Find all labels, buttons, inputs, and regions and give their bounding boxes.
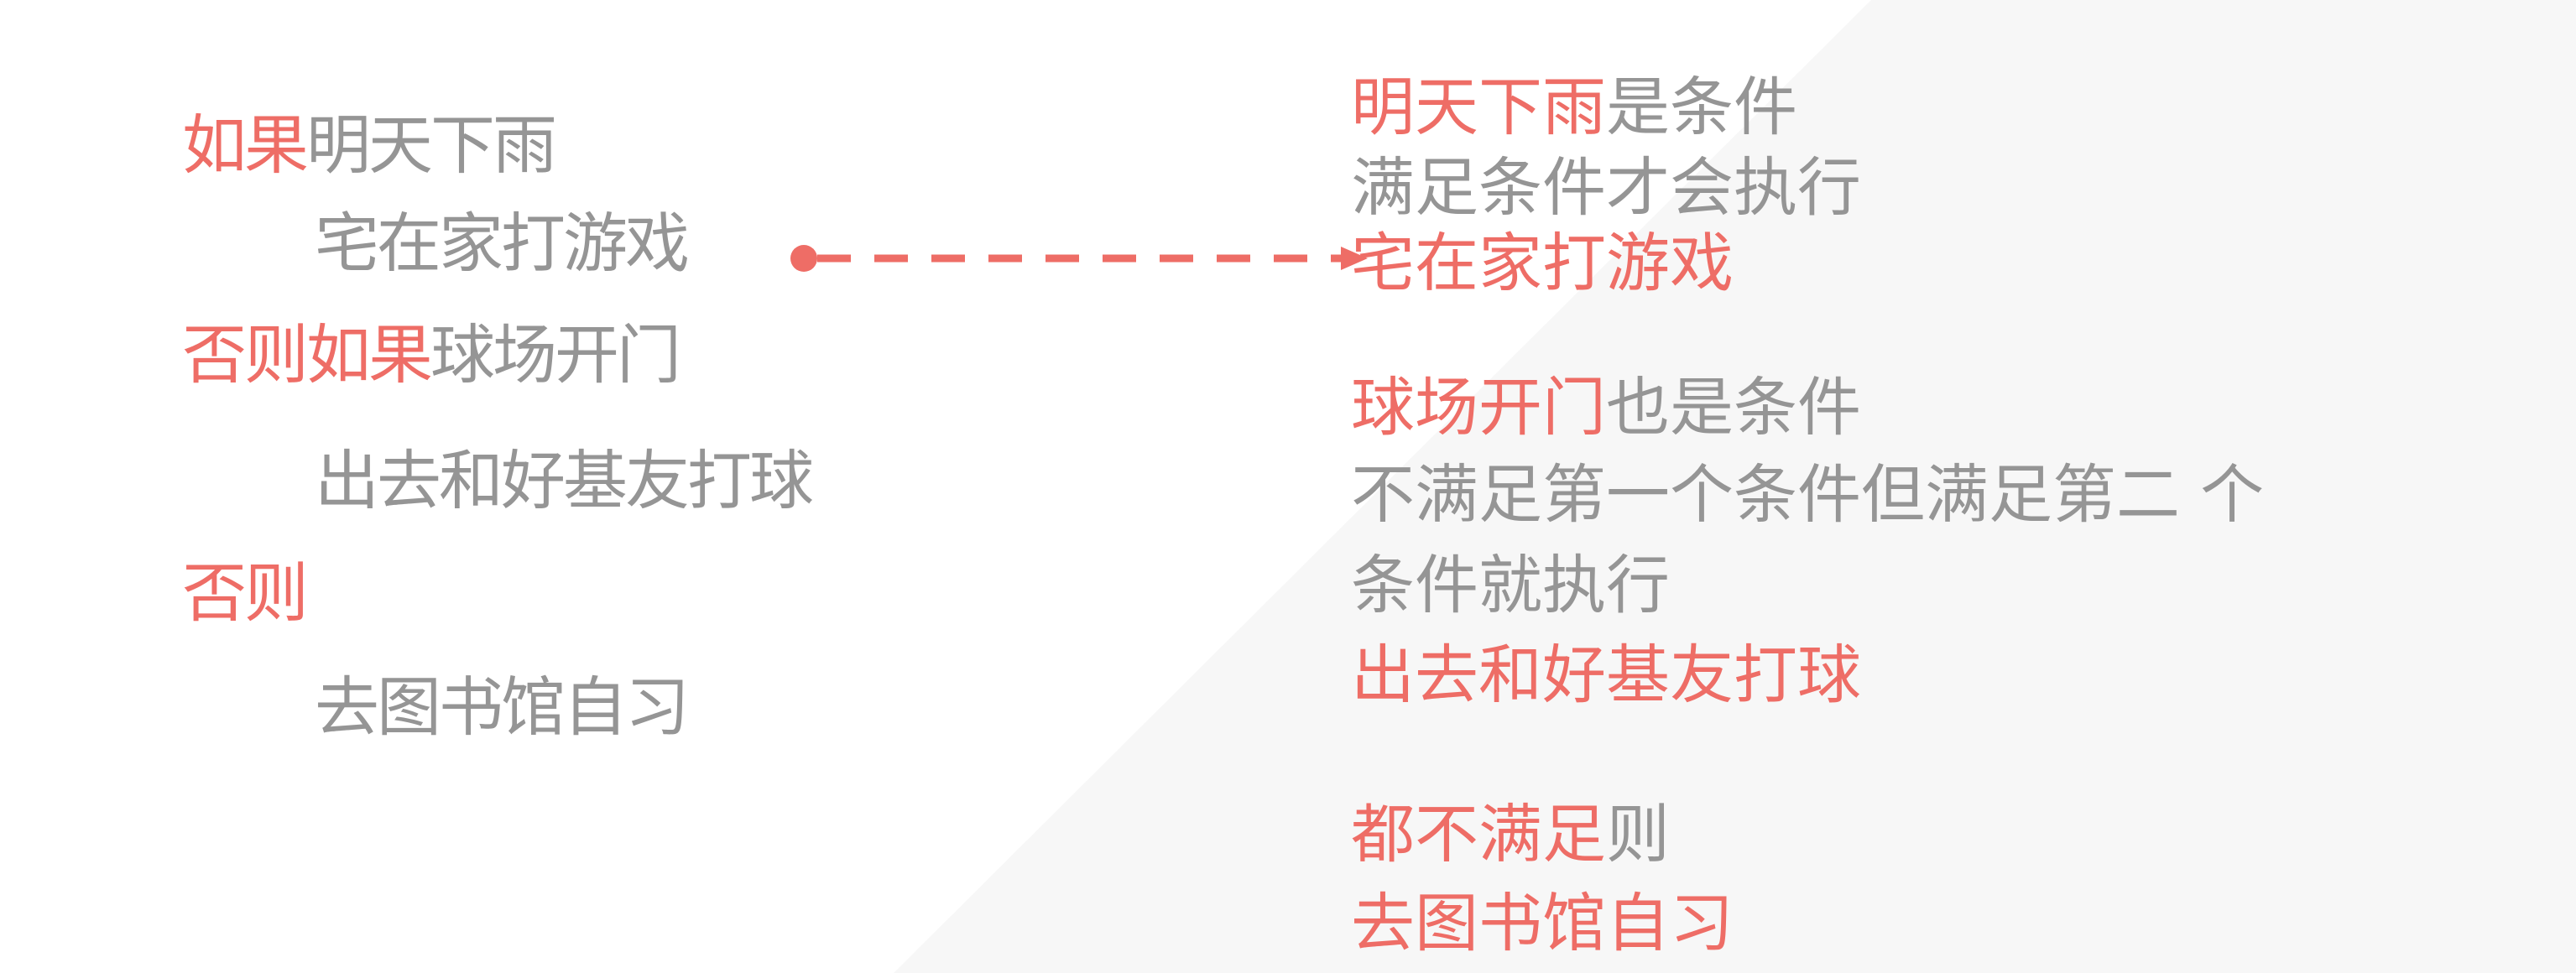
if-action-line: 宅在家打游戏 bbox=[315, 212, 690, 277]
else-keyword: 否则 bbox=[182, 557, 309, 632]
if-action: 宅在家打游戏 bbox=[315, 207, 690, 282]
action1-line: 宅在家打游戏 bbox=[1351, 232, 1734, 295]
else-action-line: 去图书馆自习 bbox=[315, 676, 690, 741]
cond3-highlight: 都不满足 bbox=[1351, 797, 1606, 872]
elif-action: 出去和好基友打球 bbox=[315, 445, 814, 519]
cond3-suffix: 则 bbox=[1606, 797, 1670, 872]
action2: 出去和好基友打球 bbox=[1351, 637, 1861, 712]
elif-keyword: 否则如果 bbox=[182, 319, 433, 393]
cond2-suffix: 也是条件 bbox=[1606, 370, 1861, 445]
if-line: 如果明天下雨 bbox=[182, 114, 557, 179]
cond2-rule-2: 条件就执行 bbox=[1351, 548, 1670, 622]
action2-line: 出去和好基友打球 bbox=[1351, 643, 1861, 707]
cond2-rule-1: 不满足第一个条件但满足第二 个 bbox=[1351, 457, 2265, 532]
elif-line: 否则如果球场开门 bbox=[182, 324, 681, 388]
action3: 去图书馆自习 bbox=[1351, 886, 1734, 960]
cond1-highlight: 明天下雨 bbox=[1351, 70, 1606, 144]
cond2-line: 球场开门也是条件 bbox=[1351, 376, 1861, 440]
arrow-start-dot bbox=[790, 245, 817, 272]
cond2-highlight: 球场开门 bbox=[1351, 370, 1606, 445]
elif-action-line: 出去和好基友打球 bbox=[315, 450, 814, 514]
action1: 宅在家打游戏 bbox=[1351, 226, 1734, 300]
cond2-rule-line-1: 不满足第一个条件但满足第二 个 bbox=[1351, 463, 2264, 527]
cond1-rule: 满足条件才会执行 bbox=[1351, 150, 1861, 225]
cond1-line: 明天下雨是条件 bbox=[1351, 75, 1797, 139]
cond1-rule-line: 满足条件才会执行 bbox=[1351, 156, 1861, 220]
if-keyword: 如果 bbox=[182, 109, 309, 184]
elif-condition: 球场开门 bbox=[430, 319, 681, 393]
cond2-rule-line-2: 条件就执行 bbox=[1351, 554, 1670, 617]
action3-line: 去图书馆自习 bbox=[1351, 892, 1734, 955]
else-action: 去图书馆自习 bbox=[315, 671, 690, 746]
dashed-arrow-connector bbox=[790, 245, 1368, 272]
else-line: 否则 bbox=[182, 562, 309, 627]
cond3-line: 都不满足则 bbox=[1351, 803, 1670, 866]
if-condition: 明天下雨 bbox=[306, 109, 557, 184]
cond1-suffix: 是条件 bbox=[1606, 70, 1797, 144]
